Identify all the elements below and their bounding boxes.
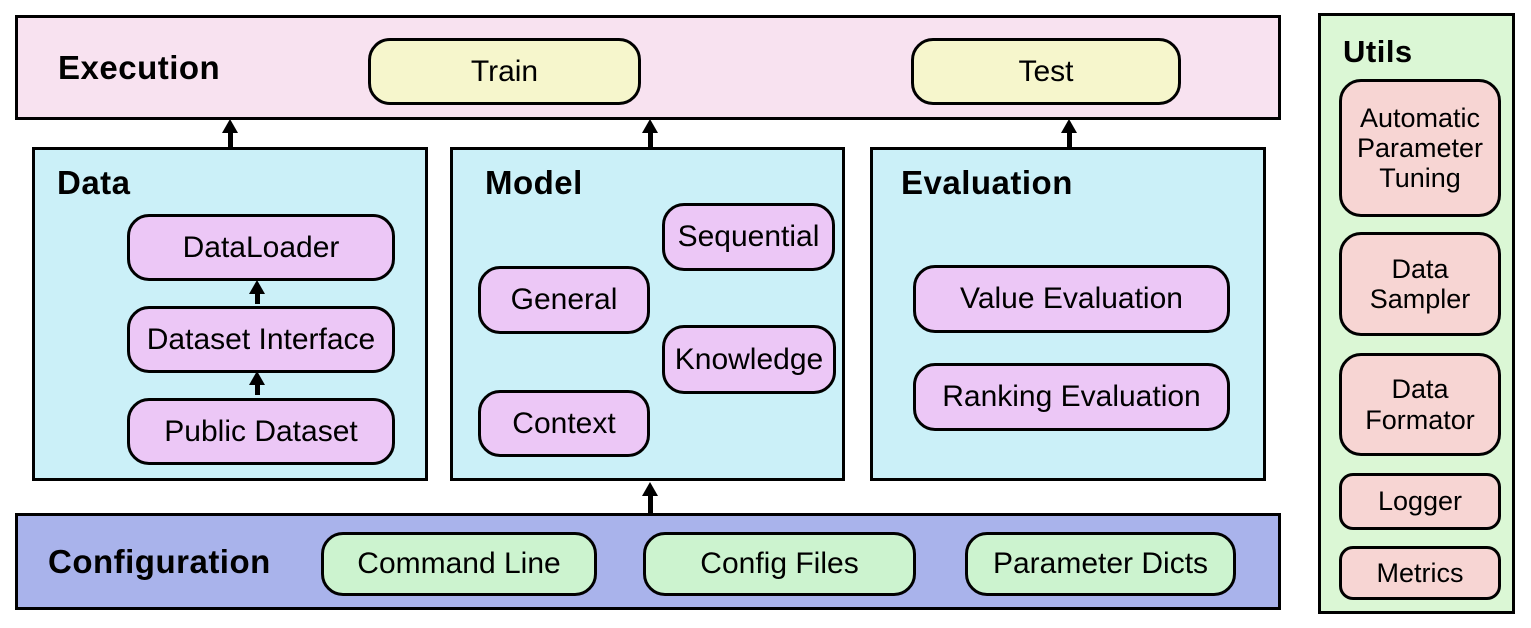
arrow-head-icon [249, 280, 265, 294]
utils-panel: Utils Automatic Parameter Tuning Data Sa… [1318, 13, 1515, 614]
arrow-head-icon [222, 119, 238, 133]
command-line-node: Command Line [321, 532, 597, 596]
arrow-shaft [254, 385, 260, 395]
dataloader-node: DataLoader [127, 214, 395, 281]
arrow-shaft [647, 496, 653, 513]
model-panel: Model Sequential General Knowledge Conte… [450, 147, 845, 481]
configuration-panel: Configuration Command Line Config Files … [15, 513, 1281, 610]
train-node: Train [368, 38, 641, 105]
auto-parameter-tuning-node: Automatic Parameter Tuning [1339, 79, 1501, 217]
data-panel: Data DataLoader Dataset Interface Public… [32, 147, 428, 481]
data-title: Data [57, 164, 131, 201]
value-evaluation-node: Value Evaluation [913, 265, 1230, 333]
arrow-data-to-execution [221, 119, 239, 147]
arrow-evaluation-to-execution [1060, 119, 1078, 147]
arrow-head-icon [249, 371, 265, 385]
arrow-dataset-interface-to-dataloader [248, 280, 266, 304]
public-dataset-node: Public Dataset [127, 398, 395, 465]
evaluation-panel: Evaluation Value Evaluation Ranking Eval… [870, 147, 1266, 481]
context-node: Context [478, 390, 650, 457]
sequential-node: Sequential [662, 203, 835, 271]
arrow-shaft [254, 294, 260, 304]
arrow-head-icon [642, 119, 658, 133]
arrow-model-to-execution [641, 119, 659, 147]
ranking-evaluation-node: Ranking Evaluation [913, 363, 1230, 431]
parameter-dicts-node: Parameter Dicts [965, 532, 1236, 596]
arrow-shaft [647, 133, 653, 147]
knowledge-node: Knowledge [662, 325, 836, 394]
data-formator-node: Data Formator [1339, 353, 1501, 456]
general-node: General [478, 266, 650, 334]
evaluation-title: Evaluation [901, 164, 1073, 201]
data-sampler-node: Data Sampler [1339, 232, 1501, 336]
test-node: Test [911, 38, 1181, 105]
arrow-shaft [227, 133, 233, 147]
execution-title: Execution [58, 48, 221, 86]
arrow-configuration-to-model [641, 482, 659, 513]
utils-title: Utils [1343, 34, 1413, 69]
arrow-head-icon [642, 482, 658, 496]
metrics-node: Metrics [1339, 546, 1501, 600]
arrow-shaft [1066, 133, 1072, 147]
dataset-interface-node: Dataset Interface [127, 306, 395, 373]
configuration-title: Configuration [48, 542, 271, 580]
model-title: Model [485, 164, 583, 201]
config-files-node: Config Files [643, 532, 916, 596]
arrow-public-dataset-to-dataset-interface [248, 371, 266, 395]
logger-node: Logger [1339, 473, 1501, 530]
arrow-head-icon [1061, 119, 1077, 133]
execution-panel: Execution Train Test [15, 15, 1281, 120]
